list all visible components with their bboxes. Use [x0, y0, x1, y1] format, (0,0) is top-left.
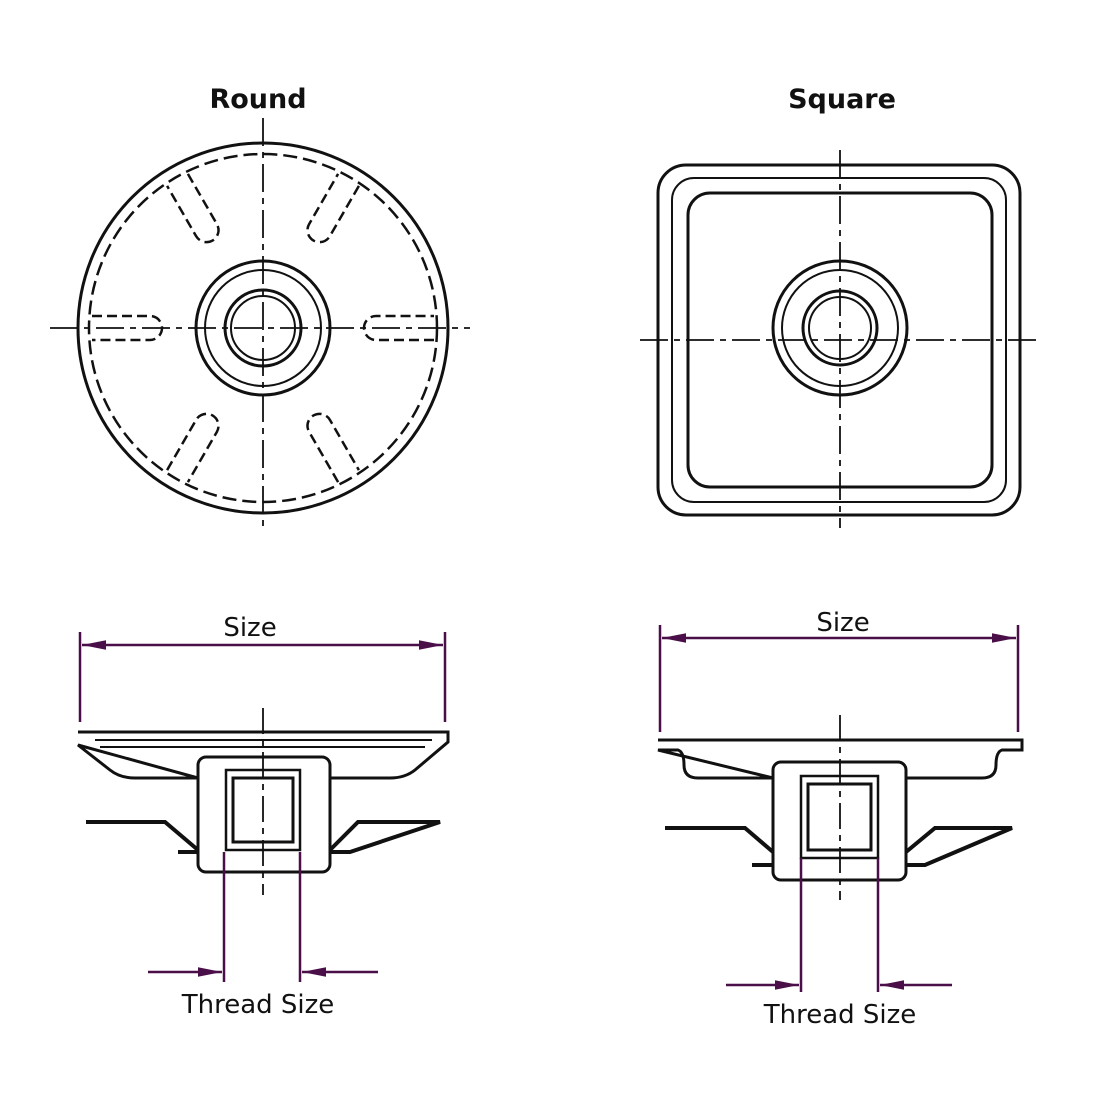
square-thread-size-label: Thread Size: [763, 1000, 917, 1030]
square-dimensions: [658, 625, 1020, 992]
round-size-label: Size: [223, 613, 276, 643]
round-top-view: [50, 118, 470, 530]
square-title: Square: [788, 84, 896, 115]
square-side-view: [657, 715, 1024, 900]
square-size-label: Size: [816, 608, 869, 638]
round-side-view: [77, 708, 450, 895]
round-title: Round: [209, 84, 306, 115]
square-top-view: [640, 150, 1040, 528]
round-thread-size-label: Thread Size: [181, 990, 335, 1020]
round-dimensions: [78, 632, 447, 982]
